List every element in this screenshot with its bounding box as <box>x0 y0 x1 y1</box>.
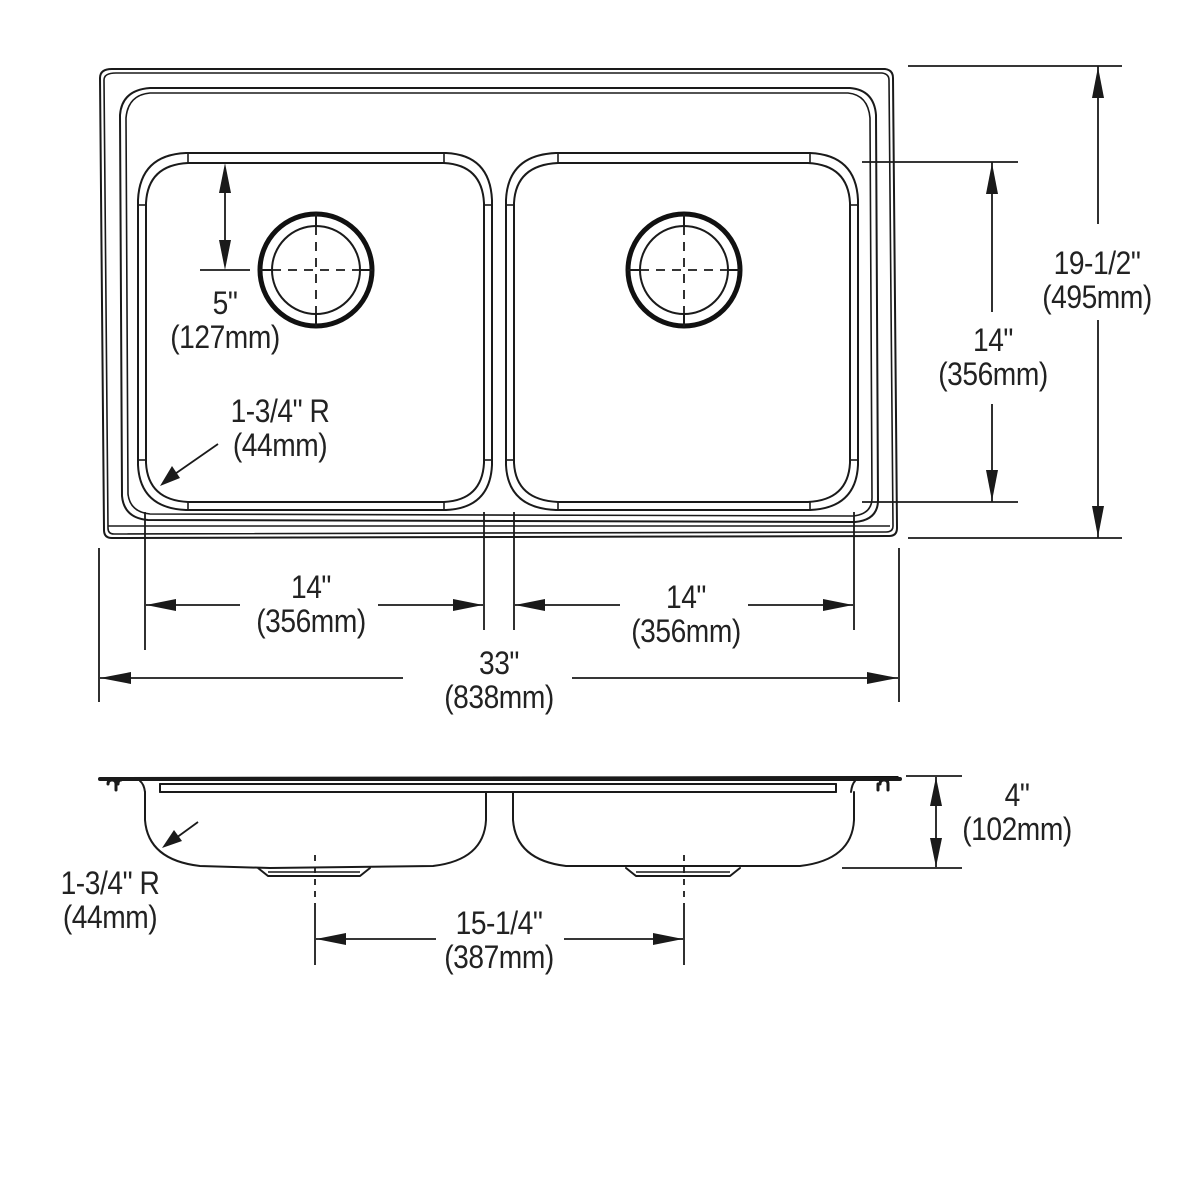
drain-spacing-imperial: 15-1/4" <box>455 905 543 941</box>
drain-offset-dimension <box>200 163 250 271</box>
mounting-clip-right-icon <box>876 778 890 792</box>
drain-spacing-label: 15-1/4" (387mm) <box>433 906 565 974</box>
overall-width-imperial: 33" <box>478 645 519 681</box>
bowl-depth-imperial: 14" <box>972 322 1013 358</box>
side-depth-label: 4" (102mm) <box>951 778 1083 846</box>
bowl-width-dimensions <box>144 512 855 650</box>
corner-radius-imperial: 1-3/4" R <box>230 393 330 429</box>
side-view <box>98 775 962 965</box>
overall-depth-imperial: 19-1/2" <box>1053 245 1141 281</box>
overall-depth-label: 19-1/2" (495mm) <box>1031 246 1163 314</box>
sink-deck-edge <box>119 87 879 523</box>
right-bowl-width-label: 14" (356mm) <box>620 580 752 648</box>
drain-offset-label: 5" (127mm) <box>159 286 291 354</box>
left-bowl-width-label: 14" (356mm) <box>245 570 377 638</box>
left-bowl-width-metric: (356mm) <box>256 603 366 639</box>
side-depth-metric: (102mm) <box>962 811 1072 847</box>
overall-depth-dimension <box>908 65 1122 539</box>
side-radius-imperial: 1-3/4" R <box>60 865 160 901</box>
left-bowl-width-imperial: 14" <box>290 569 331 605</box>
right-bowl <box>505 152 859 511</box>
side-radius-metric: (44mm) <box>62 899 158 935</box>
side-radius-leader <box>162 821 199 848</box>
right-bowl-width-metric: (356mm) <box>631 613 741 649</box>
drain-spacing-dimension <box>316 933 683 945</box>
overall-depth-metric: (495mm) <box>1042 279 1152 315</box>
right-drain-icon <box>625 211 743 329</box>
corner-radius-metric: (44mm) <box>232 427 328 463</box>
overall-width-dimension <box>98 548 900 702</box>
drain-spacing-metric: (387mm) <box>444 939 554 975</box>
right-bowl-profile <box>512 791 855 867</box>
right-bowl-width-imperial: 14" <box>665 579 706 615</box>
overall-width-label: 33" (838mm) <box>433 646 565 714</box>
overall-width-metric: (838mm) <box>444 679 554 715</box>
corner-radius-label: 1-3/4" R (44mm) <box>210 394 351 462</box>
mounting-clip-left-icon <box>106 778 123 792</box>
bowl-depth-side-dimension <box>842 775 962 869</box>
side-radius-label: 1-3/4" R (44mm) <box>40 866 181 934</box>
drain-offset-imperial: 5" <box>212 285 238 321</box>
left-drain-icon <box>257 211 375 329</box>
left-bowl-profile <box>144 791 487 869</box>
drain-offset-metric: (127mm) <box>170 319 280 355</box>
bowl-depth-dimension <box>862 161 1018 503</box>
side-depth-imperial: 4" <box>1004 777 1030 813</box>
top-view <box>98 65 1122 702</box>
sink-outer-rim <box>99 68 898 539</box>
corner-radius-leader <box>160 443 219 486</box>
bowl-depth-metric: (356mm) <box>938 356 1048 392</box>
bowl-depth-label: 14" (356mm) <box>927 323 1059 391</box>
left-bowl <box>137 152 493 511</box>
